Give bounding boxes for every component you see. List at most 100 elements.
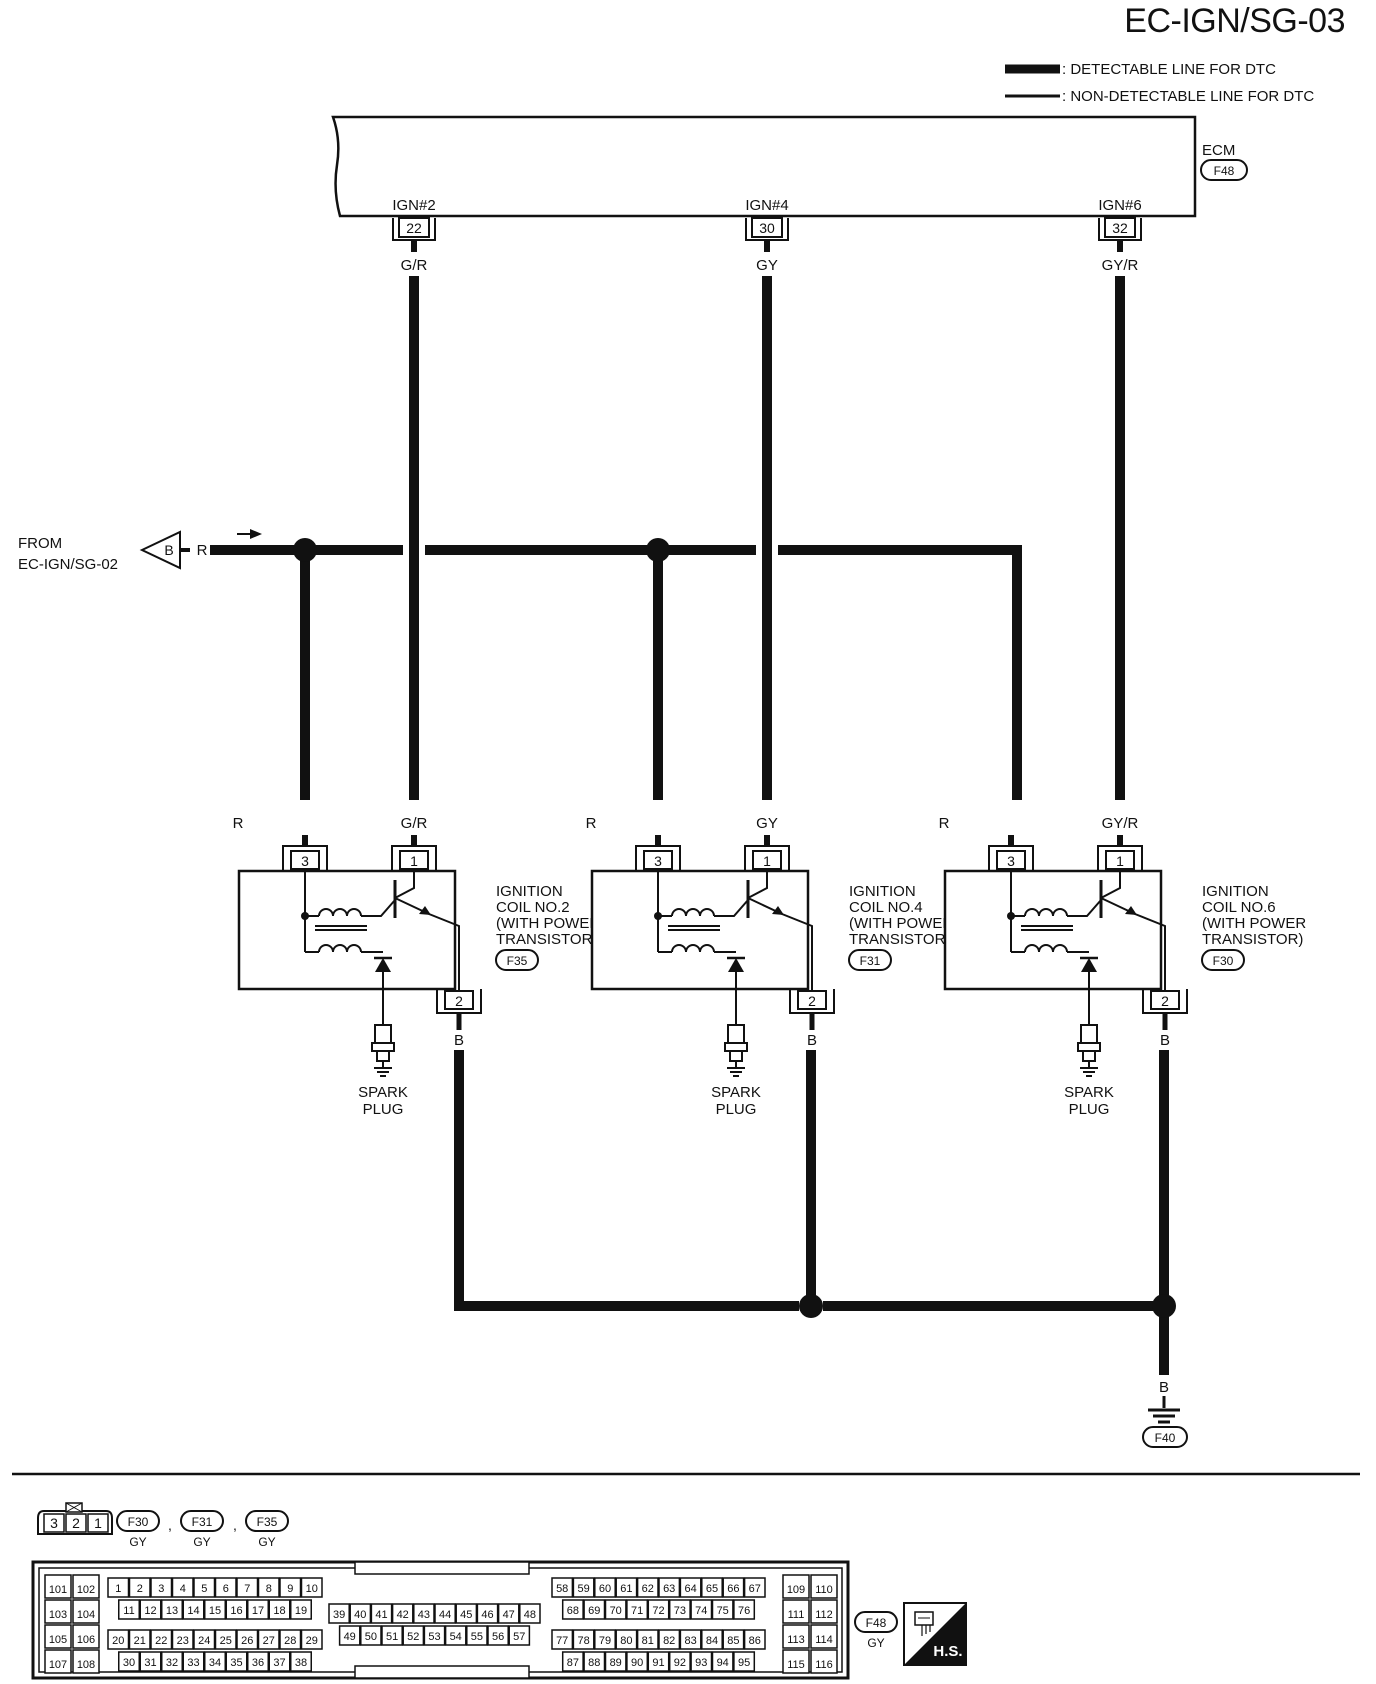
pin-cell [782, 1624, 810, 1649]
pin-label: 3 [158, 1583, 164, 1595]
pin-label: 43 [418, 1609, 430, 1621]
pin-cell [810, 1624, 838, 1649]
spark-plug-label: SPARK [711, 1084, 761, 1101]
pin-label: 87 [567, 1657, 579, 1669]
pin-label: 48 [524, 1609, 536, 1621]
pin-cell [214, 1629, 237, 1650]
coil-label: COIL NO.6 [1202, 899, 1276, 916]
pin-cell [171, 1629, 194, 1650]
connector-color: GY [193, 1535, 210, 1549]
coil-label: IGNITION [849, 883, 916, 900]
coil-label: (WITH POWER [849, 915, 953, 932]
pin-label: 5 [201, 1583, 207, 1595]
wire-color-label: R [586, 815, 597, 832]
pin-label: 45 [460, 1609, 472, 1621]
pin-cell [466, 1625, 488, 1646]
pin-cell [72, 1624, 100, 1649]
pin-label: 65 [706, 1583, 718, 1595]
coil-pin-number: 2 [808, 993, 816, 1009]
pin-cell [360, 1625, 382, 1646]
pin-cell [519, 1603, 541, 1624]
pin-label: 101 [49, 1584, 67, 1596]
junction-dot [799, 1294, 823, 1318]
pin-label: 14 [187, 1605, 199, 1617]
pin-label: 77 [556, 1635, 568, 1647]
wire-color-label: GY/R [1102, 815, 1139, 832]
ecm-connector-ref: F48 GY [854, 1611, 898, 1650]
from-connector-letter: B [164, 542, 173, 558]
pin-label: 38 [295, 1657, 307, 1669]
pin-cell [44, 1599, 72, 1624]
pin-label: 19 [295, 1605, 307, 1617]
pin-label: 41 [375, 1609, 387, 1621]
coil-pin-number: 3 [654, 853, 662, 869]
pin-label: 18 [273, 1605, 285, 1617]
pin-label: 69 [588, 1605, 600, 1617]
coil-connector-label: F35 [507, 954, 528, 968]
coil-pin-number: 3 [1007, 853, 1015, 869]
wire-color-label: G/R [401, 815, 428, 832]
wire-color-label: R [233, 815, 244, 832]
pin-label: 70 [610, 1605, 622, 1617]
ground-junctions [799, 1294, 1176, 1318]
separator-comma: , [168, 1517, 172, 1533]
pin-cell [658, 1629, 681, 1650]
pin-cell [561, 1599, 584, 1620]
pin-cell [370, 1603, 393, 1624]
pin-cell [44, 1624, 72, 1649]
pin-cell [615, 1629, 638, 1650]
pin-label: 32 [166, 1657, 178, 1669]
pin-cell [204, 1599, 226, 1620]
spark-plug-label: PLUG [716, 1101, 757, 1118]
pin-cell [722, 1577, 745, 1598]
pin-cell [615, 1577, 638, 1598]
pin-label: 58 [556, 1583, 568, 1595]
pin-cell [487, 1625, 509, 1646]
pin-cell [444, 1625, 467, 1646]
pin-cell [701, 1577, 723, 1598]
pin-label: 93 [695, 1657, 707, 1669]
wire-color-label: G/R [401, 257, 428, 274]
pin-cell [72, 1574, 100, 1599]
pin-label: 44 [439, 1609, 451, 1621]
coil-label: TRANSISTOR) [1202, 931, 1303, 948]
pin-label: 61 [620, 1583, 632, 1595]
pin-label: 63 [663, 1583, 675, 1595]
small-pin: 1 [94, 1515, 102, 1531]
coil-label: COIL NO.2 [496, 899, 570, 916]
pin-label: 62 [642, 1583, 654, 1595]
page-title: EC-IGN/SG-03 [1124, 2, 1345, 40]
pin-label: 76 [738, 1605, 750, 1617]
pin-cell [733, 1599, 756, 1620]
ecm-pin-name: IGN#6 [1098, 197, 1141, 214]
pin-label: 108 [77, 1659, 95, 1671]
pin-cell [508, 1625, 531, 1646]
junction-dot [1152, 1294, 1176, 1318]
signal-wires [409, 276, 1125, 800]
pin-cell [604, 1599, 627, 1620]
ground-symbol: B F40 [1142, 1379, 1188, 1448]
pin-cell [107, 1629, 130, 1650]
pin-label: 35 [230, 1657, 242, 1669]
pin-label: 1 [115, 1583, 121, 1595]
pin-cell [118, 1651, 140, 1672]
from-wire-label: R [197, 542, 208, 559]
pin-cell [743, 1577, 766, 1598]
pin-cell [214, 1577, 237, 1598]
pin-cell [268, 1599, 291, 1620]
pin-label: 34 [209, 1657, 221, 1669]
pin-cell [551, 1577, 574, 1598]
pin-cell [161, 1599, 183, 1620]
pin-label: 40 [354, 1609, 366, 1621]
pin-cell [300, 1629, 323, 1650]
pin-label: 54 [450, 1631, 462, 1643]
pin-label: 116 [815, 1659, 833, 1671]
power-feed-wire [210, 545, 1022, 800]
pin-cell [171, 1577, 194, 1598]
pin-cell [182, 1651, 205, 1672]
ecm-conn-color: GY [867, 1636, 884, 1650]
ecm-pin-stubs [411, 240, 1123, 252]
